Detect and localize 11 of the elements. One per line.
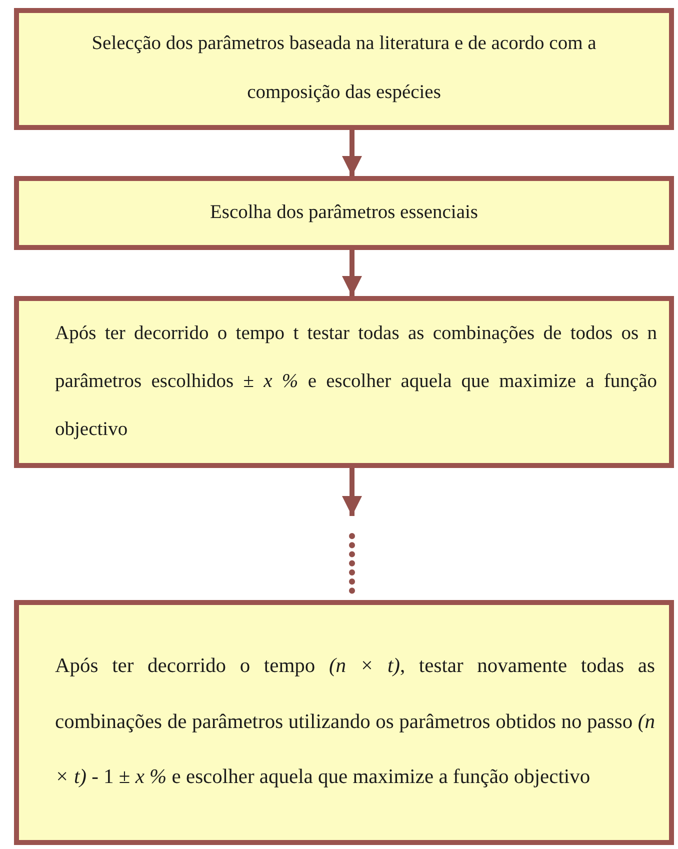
step-text: Escolha dos parâmetros essenciais [208, 200, 480, 225]
step-text: Selecção dos parâmetros baseada na literatura e de acordo com a composição das espécies [90, 32, 598, 105]
arrow [342, 250, 362, 296]
arrow [342, 468, 362, 516]
process-box [14, 8, 674, 130]
step-text: Após ter decorrido o tempo t testar todas as combinações de todos os n parâmetros escolhidos ± x % e escolher aquela que maximize a função objectivo [55, 322, 657, 442]
step-text: Após ter decorrido o tempo (n × t), testar novamente todas as combinações de parâmetros utilizando os parâmetros obtidos no passo (n × t) - 1 ± x % e escolher aquela que maximize a função objectivo [55, 654, 655, 790]
process-box [14, 176, 674, 250]
process-box [14, 600, 674, 845]
arrow [342, 130, 362, 176]
process-box [14, 296, 674, 468]
